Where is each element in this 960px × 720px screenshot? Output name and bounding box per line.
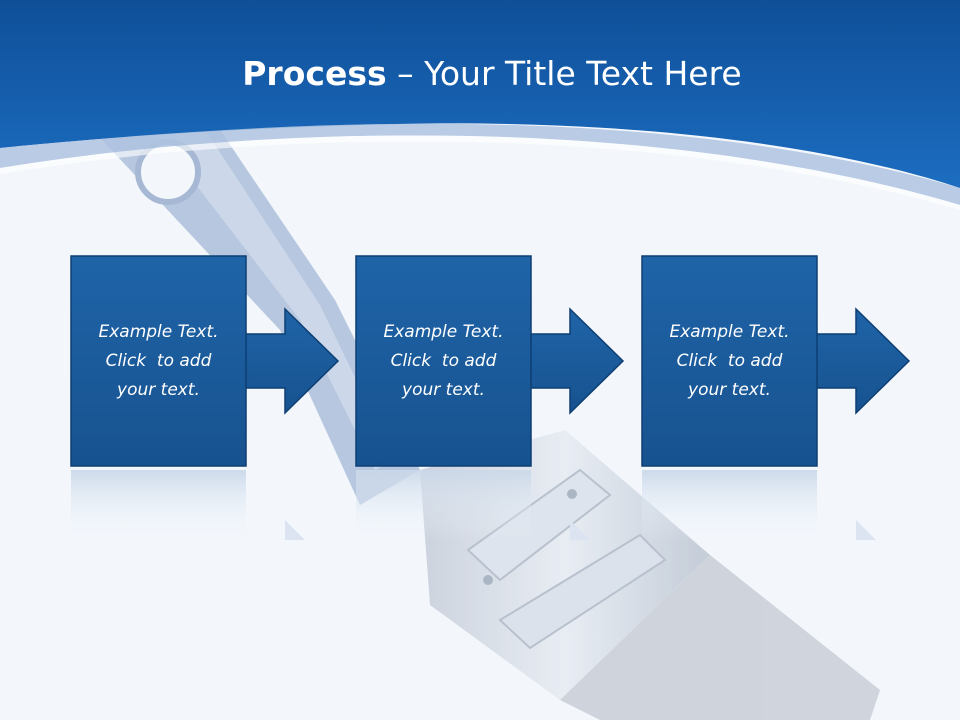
arrow-right-icon bbox=[243, 307, 340, 415]
brush-rivet bbox=[567, 489, 577, 499]
step-3-reflection bbox=[642, 470, 817, 540]
process-step-1-shape bbox=[70, 255, 340, 540]
arrow-reflection bbox=[285, 520, 305, 540]
step-2-line-1: Example Text. bbox=[383, 321, 504, 342]
slide-title-bold: Process bbox=[242, 54, 387, 93]
arrow-right-icon bbox=[528, 307, 625, 415]
step-1-box bbox=[70, 255, 247, 467]
header-light-swoosh bbox=[0, 123, 960, 205]
process-step-2-text[interactable]: Example Text. Click to add your text. bbox=[356, 256, 531, 466]
step-3-line-2: Click to add bbox=[676, 350, 783, 371]
step-2-line-2: Click to add bbox=[390, 350, 497, 371]
arrow-right-icon bbox=[814, 307, 911, 415]
brush-handle bbox=[88, 118, 420, 505]
process-step-2-shape bbox=[355, 255, 625, 540]
arrow-reflection bbox=[570, 520, 590, 540]
brush-ferrule-band-2 bbox=[498, 533, 667, 650]
step-3-line-1: Example Text. bbox=[669, 321, 790, 342]
step-1-line-2: Click to add bbox=[105, 350, 212, 371]
header-band bbox=[0, 0, 960, 188]
step-1-line-1: Example Text. bbox=[98, 321, 219, 342]
step-3-box bbox=[641, 255, 818, 467]
step-1-reflection bbox=[71, 470, 246, 540]
brush-bristles bbox=[560, 555, 880, 720]
slide-title[interactable]: Process – Your Title Text Here bbox=[0, 52, 960, 96]
brush-handle-shine bbox=[150, 122, 395, 470]
step-2-reflection bbox=[356, 470, 531, 540]
step-2-line-3: your text. bbox=[402, 379, 485, 400]
process-step-1-text[interactable]: Example Text. Click to add your text. bbox=[71, 256, 246, 466]
step-2-box bbox=[355, 255, 532, 467]
step-1-line-3: your text. bbox=[117, 379, 200, 400]
arrow-reflection bbox=[856, 520, 876, 540]
step-3-line-3: your text. bbox=[688, 379, 771, 400]
brush-rivet-2 bbox=[483, 575, 493, 585]
process-step-3-shape bbox=[641, 255, 911, 540]
process-step-3-text[interactable]: Example Text. Click to add your text. bbox=[642, 256, 817, 466]
slide-title-rest: – Your Title Text Here bbox=[386, 54, 742, 93]
